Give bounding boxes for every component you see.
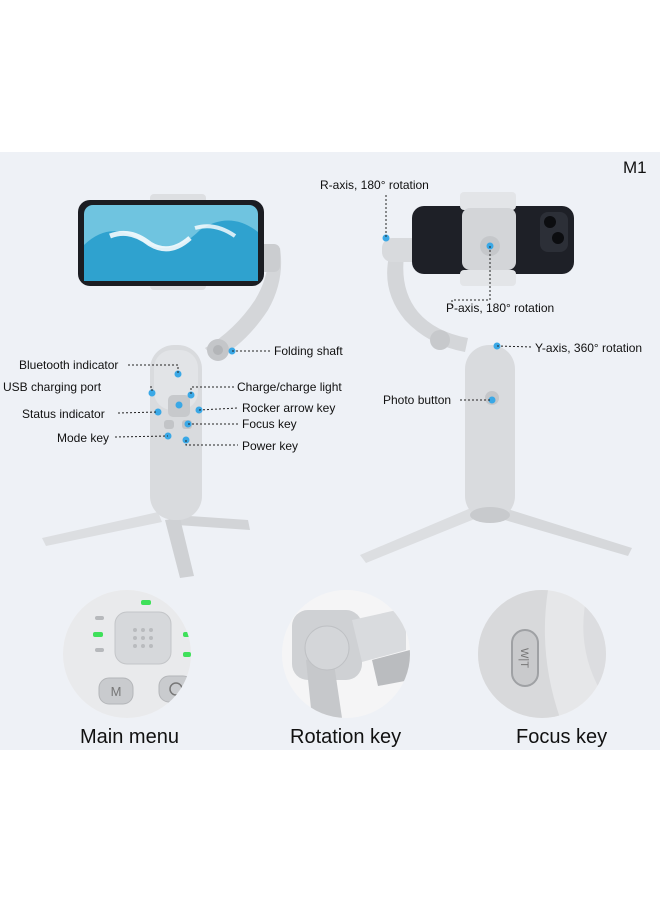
label-focus-key: Focus key <box>242 417 297 431</box>
label-usb-charging-port: USB charging port <box>3 380 102 394</box>
label-rocker-arrow-key: Rocker arrow key <box>242 401 336 415</box>
label-mode-key: Mode key <box>57 431 110 445</box>
svg-text:W|T: W|T <box>518 648 530 668</box>
label-photo-button: Photo button <box>383 393 452 407</box>
label-power-key: Power key <box>242 439 299 453</box>
main-menu-closeup: M <box>63 590 191 718</box>
right-gimbal <box>360 192 632 563</box>
left-gimbal <box>42 194 282 578</box>
focus-key-closeup: W|T <box>478 590 606 718</box>
label-y-axis: Y-axis, 360° rotation <box>535 341 643 355</box>
label-p-axis: P-axis, 180° rotation <box>446 301 555 315</box>
rotation-key-closeup <box>282 590 410 718</box>
label-r-axis: R-axis, 180° rotation <box>320 178 429 192</box>
svg-text:M: M <box>111 684 122 699</box>
caption-rotation-key: Rotation key <box>290 726 402 748</box>
label-status-indicator: Status indicator <box>22 407 105 421</box>
label-folding-shaft: Folding shaft <box>274 344 343 358</box>
label-bluetooth-indicator: Bluetooth indicator <box>19 358 119 372</box>
caption-main-menu: Main menu <box>80 726 179 748</box>
model-label: M1 <box>623 158 647 177</box>
label-charge-light: Charge/charge light <box>237 380 342 394</box>
caption-focus-key: Focus key <box>516 726 608 748</box>
